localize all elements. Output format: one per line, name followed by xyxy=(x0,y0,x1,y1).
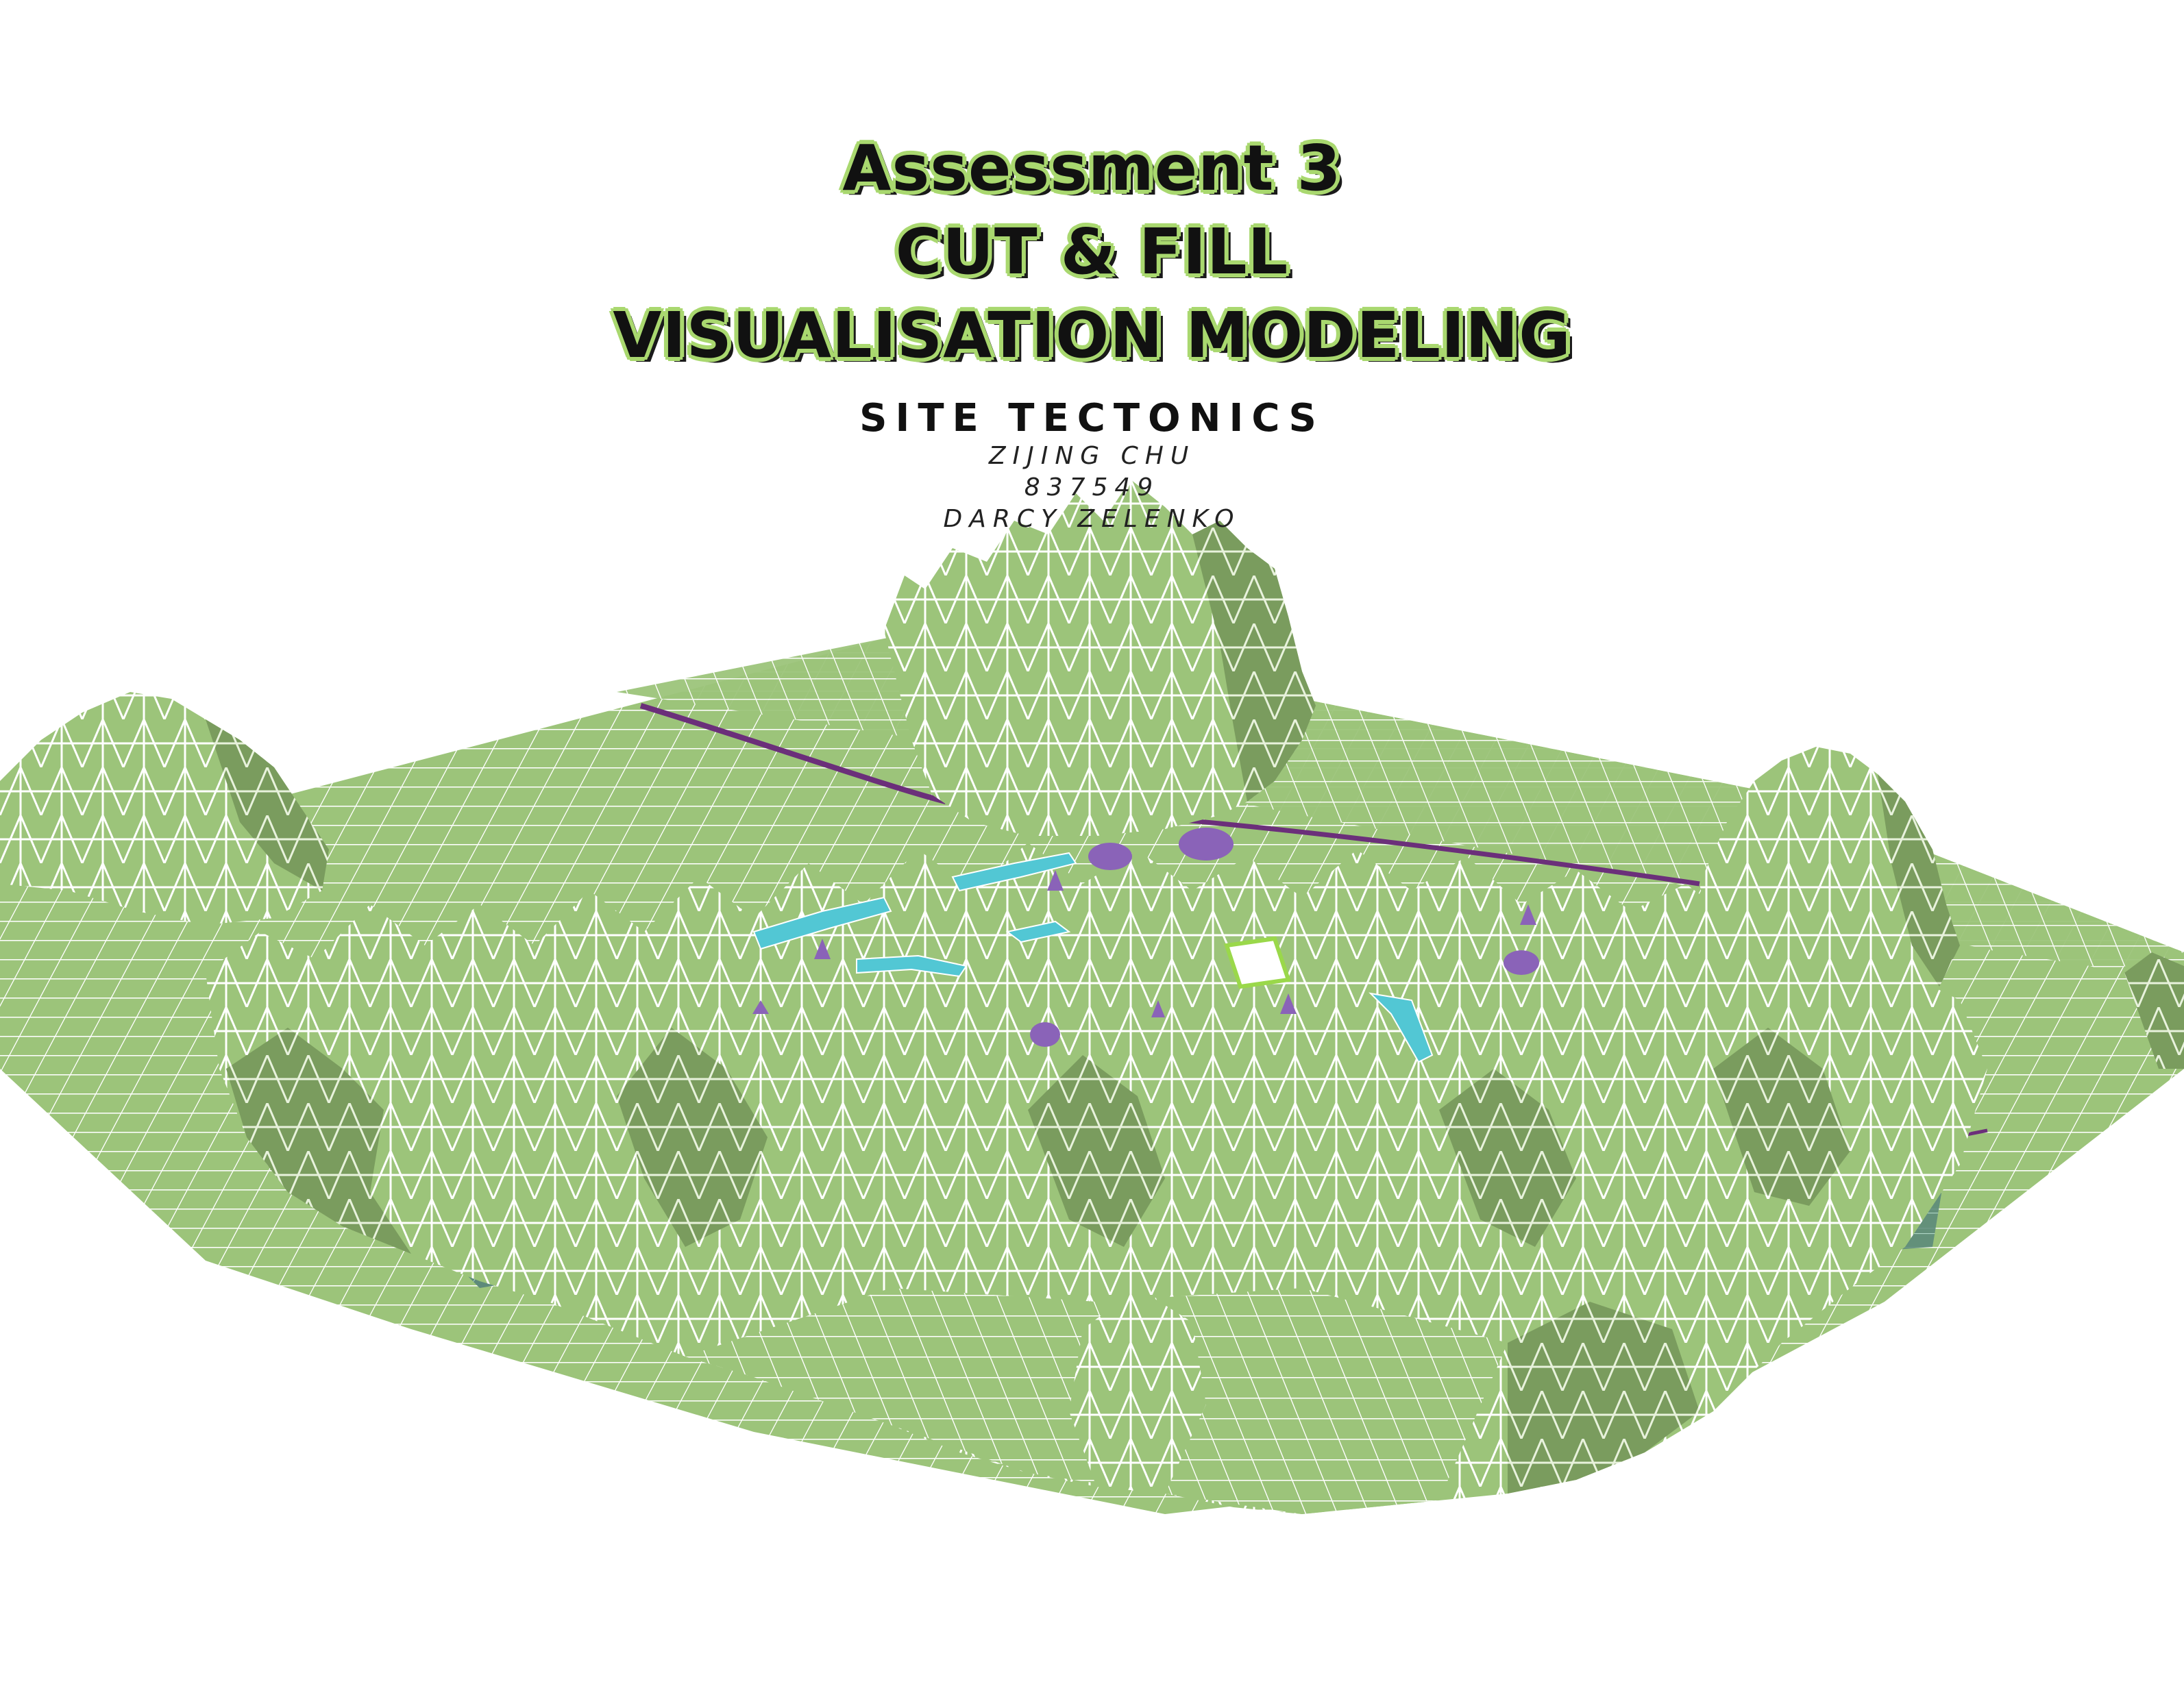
site-platform xyxy=(1224,936,1291,989)
title-block: Assessment 3 CUT & FILL VISUALISATION MO… xyxy=(0,137,2184,535)
title-cut-fill: CUT & FILL xyxy=(895,215,1289,288)
left-hill xyxy=(0,692,329,925)
author-name: ZIJING CHU xyxy=(988,442,1196,470)
title-assessment: Assessment 3 xyxy=(842,132,1342,205)
central-mountain xyxy=(884,480,1316,836)
right-hill xyxy=(1700,747,2184,1069)
title-visualisation: VISUALISATION MODELING xyxy=(613,299,1571,372)
water-features xyxy=(752,852,1434,1063)
student-id: 837549 xyxy=(1024,473,1160,502)
tree-markers xyxy=(752,828,1539,1047)
subtitle-site-tectonics: SITE TECTONICS xyxy=(859,396,1325,441)
tutor-name: DARCY ZELENKO xyxy=(943,505,1241,533)
foreground-peaks xyxy=(206,843,1987,1514)
